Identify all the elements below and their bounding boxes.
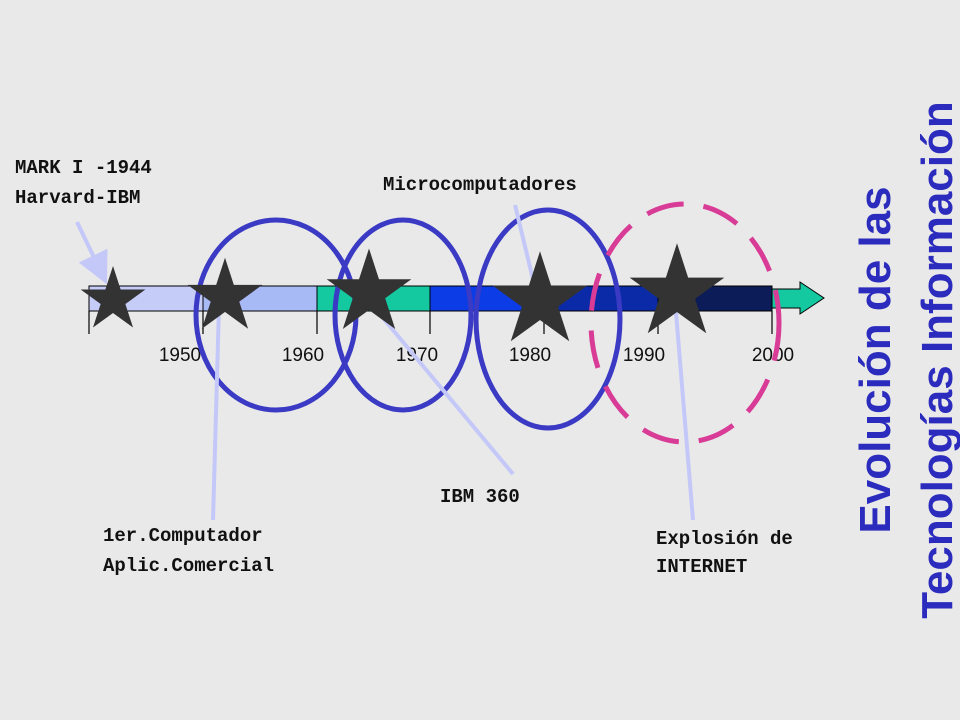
label-ibm360: IBM 360 — [440, 486, 520, 508]
era-circles — [193, 201, 782, 445]
arrow-internet — [673, 299, 695, 521]
label-microcomputers: Microcomputadores — [383, 174, 577, 196]
star-icon — [187, 257, 263, 329]
star-icon — [492, 251, 588, 342]
star-icon — [629, 243, 725, 334]
title-group-2: Tecnologías Información — [913, 101, 960, 618]
star-icon — [326, 248, 412, 330]
title-line2: Tecnologías Información — [913, 101, 960, 618]
year-label: 1980 — [509, 345, 551, 366]
arrow-first-computer — [211, 305, 221, 521]
year-label: 1950 — [159, 345, 201, 366]
label-mark1-line2: Harvard-IBM — [15, 187, 140, 209]
arrow-ibm360 — [366, 298, 515, 476]
era-circle-1970s — [332, 217, 474, 413]
year-label: 1990 — [623, 345, 665, 366]
label-first-computer-line1: 1er.Computador — [103, 525, 263, 547]
milestone-stars — [80, 243, 725, 342]
star-icon — [80, 265, 146, 328]
title-line1: Evolución de las — [851, 186, 900, 533]
year-label: 1970 — [396, 345, 438, 366]
label-mark1-line1: MARK I -1944 — [15, 157, 152, 179]
arrow-mark1 — [75, 221, 108, 285]
annotations: MARK I -1944 Harvard-IBM Microcomputador… — [15, 157, 793, 578]
title-group: Evolución de las — [851, 186, 900, 533]
year-labels: 1950 1960 1970 1980 1990 2000 — [159, 345, 794, 366]
label-internet-line2: INTERNET — [656, 556, 747, 578]
label-internet-line1: Explosión de — [656, 528, 793, 550]
era-circle-1980s — [473, 207, 623, 431]
year-label: 1960 — [282, 345, 324, 366]
era-circle-internet — [588, 201, 782, 445]
label-first-computer-line2: Aplic.Comercial — [103, 555, 274, 577]
